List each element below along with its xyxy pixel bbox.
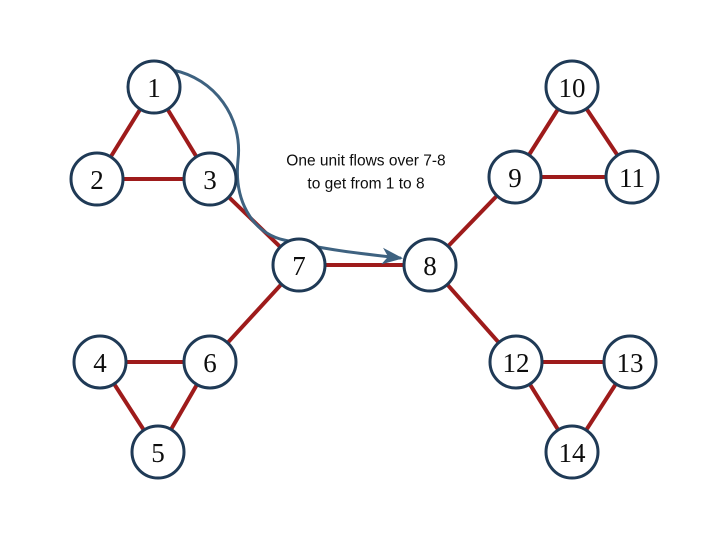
edges-layer bbox=[108, 106, 620, 433]
edge-12-14 bbox=[527, 382, 561, 432]
node-9[interactable]: 9 bbox=[487, 149, 543, 205]
node-2[interactable]: 2 bbox=[69, 151, 125, 207]
node-circle-2[interactable] bbox=[69, 151, 125, 207]
node-circle-5[interactable] bbox=[130, 424, 186, 480]
node-label-11: 11 bbox=[619, 163, 645, 193]
node-label-14: 14 bbox=[559, 438, 587, 468]
node-14[interactable]: 14 bbox=[544, 424, 600, 480]
annotation-layer: One unit flows over 7-8 to get from 1 to… bbox=[286, 153, 445, 193]
node-circle-9[interactable] bbox=[487, 149, 543, 205]
node-12[interactable]: 12 bbox=[488, 334, 544, 390]
node-11[interactable]: 11 bbox=[604, 149, 660, 205]
node-label-6: 6 bbox=[203, 348, 217, 378]
node-circle-3[interactable] bbox=[182, 151, 238, 207]
edge-8-9 bbox=[445, 193, 500, 249]
node-label-12: 12 bbox=[503, 348, 530, 378]
node-3[interactable]: 3 bbox=[182, 151, 238, 207]
node-circle-4[interactable] bbox=[72, 334, 128, 390]
node-label-10: 10 bbox=[559, 73, 586, 103]
node-circle-13[interactable] bbox=[602, 334, 658, 390]
edge-5-6 bbox=[168, 382, 200, 432]
edge-4-5 bbox=[111, 381, 147, 433]
node-13[interactable]: 13 bbox=[602, 334, 658, 390]
node-8[interactable]: 8 bbox=[402, 237, 458, 293]
node-label-4: 4 bbox=[93, 348, 107, 378]
node-4[interactable]: 4 bbox=[72, 334, 128, 390]
node-label-5: 5 bbox=[151, 438, 165, 468]
node-7[interactable]: 7 bbox=[271, 237, 327, 293]
annotation-line-2: to get from 1 to 8 bbox=[307, 176, 424, 193]
node-label-2: 2 bbox=[90, 165, 104, 195]
edge-1-2 bbox=[108, 107, 143, 159]
node-label-3: 3 bbox=[203, 165, 217, 195]
node-label-7: 7 bbox=[292, 251, 306, 281]
node-5[interactable]: 5 bbox=[130, 424, 186, 480]
edge-13-14 bbox=[583, 381, 619, 433]
annotation-line-1: One unit flows over 7-8 bbox=[286, 153, 445, 170]
flow-arrow-layer bbox=[170, 68, 403, 265]
node-circle-1[interactable] bbox=[126, 59, 182, 115]
edge-8-12 bbox=[445, 282, 501, 345]
node-label-13: 13 bbox=[617, 348, 644, 378]
node-10[interactable]: 10 bbox=[544, 59, 600, 115]
node-circle-8[interactable] bbox=[402, 237, 458, 293]
edge-1-3 bbox=[165, 107, 199, 159]
node-label-9: 9 bbox=[508, 163, 522, 193]
edge-9-10 bbox=[526, 107, 561, 157]
node-circle-10[interactable] bbox=[544, 59, 600, 115]
node-1[interactable]: 1 bbox=[126, 59, 182, 115]
node-6[interactable]: 6 bbox=[182, 334, 238, 390]
edge-10-11 bbox=[584, 106, 620, 158]
node-circle-7[interactable] bbox=[271, 237, 327, 293]
edge-7-6 bbox=[225, 282, 284, 345]
node-circle-14[interactable] bbox=[544, 424, 600, 480]
node-label-8: 8 bbox=[423, 251, 437, 281]
node-circle-6[interactable] bbox=[182, 334, 238, 390]
flow-arrow-1-to-8 bbox=[170, 68, 403, 265]
node-circle-12[interactable] bbox=[488, 334, 544, 390]
node-label-1: 1 bbox=[147, 73, 161, 103]
node-circle-11[interactable] bbox=[604, 149, 660, 205]
